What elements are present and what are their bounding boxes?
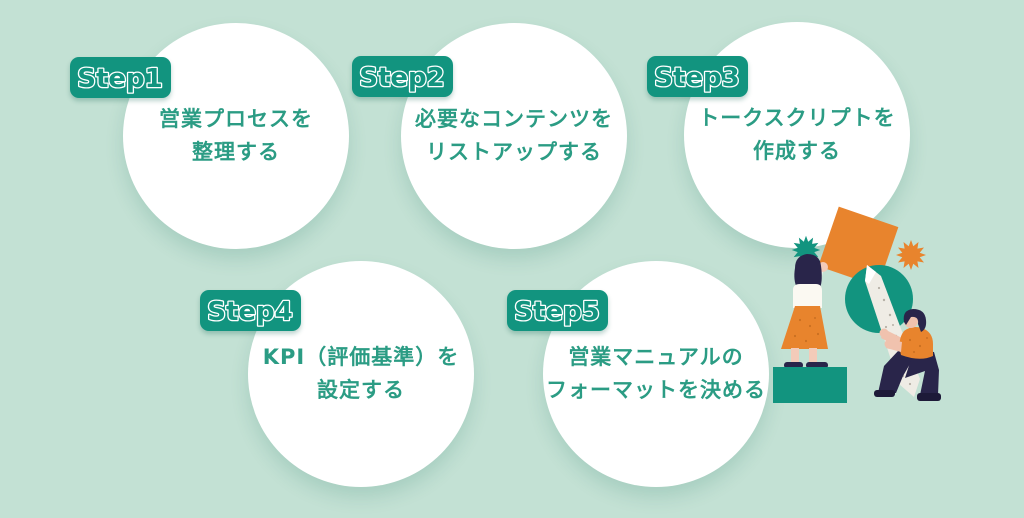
- step2-circle: 必要なコンテンツを リストアップする: [401, 23, 627, 249]
- step4-badge-label-svg: Step4: [206, 296, 294, 329]
- step2-badge: Step2: [352, 56, 453, 97]
- step5-circle: 営業マニュアルの フォーマットを決める: [543, 261, 769, 487]
- step4-badge-label: Step4: [207, 297, 293, 327]
- step1-badge: Step1: [70, 57, 171, 98]
- step4-badge: Step4: [200, 290, 301, 331]
- woman-figure: [781, 254, 828, 369]
- man-figure: [874, 309, 941, 401]
- step2-text-line1: 必要なコンテンツを: [415, 107, 613, 131]
- step5-text-line2: フォーマットを決める: [546, 378, 766, 402]
- step5-badge: Step5: [507, 290, 608, 331]
- pedestal-icon: [773, 367, 847, 403]
- step1-badge-label-svg: Step1: [76, 63, 164, 96]
- step3-badge: Step3: [647, 56, 748, 97]
- step1-text-line2: 整理する: [192, 140, 280, 164]
- step2-text-line2: リストアップする: [426, 140, 602, 164]
- step5-text-line1: 営業マニュアルの: [568, 345, 744, 369]
- orange-starburst-icon: [896, 240, 926, 270]
- teal-starburst-icon: [791, 235, 821, 265]
- step3-text-line1: トークスクリプトを: [698, 106, 896, 130]
- step1-text-line1: 営業プロセスを: [159, 107, 313, 131]
- step4-text-line2: 設定する: [317, 378, 405, 402]
- step5-badge-label-svg: Step5: [513, 296, 601, 329]
- teamwork-illustration: [773, 206, 941, 403]
- step2-badge-label-svg: Step2: [358, 62, 446, 95]
- step3-badge-label: Step3: [654, 63, 740, 93]
- step3-badge-label-svg: Step3: [653, 62, 741, 95]
- step2-badge-label: Step2: [359, 63, 445, 93]
- step5-badge-label: Step5: [514, 297, 600, 327]
- step1-badge-label: Step1: [77, 64, 163, 94]
- step3-text-line2: 作成する: [753, 139, 841, 163]
- step4-text-line1: KPI（評価基準）を: [262, 345, 460, 369]
